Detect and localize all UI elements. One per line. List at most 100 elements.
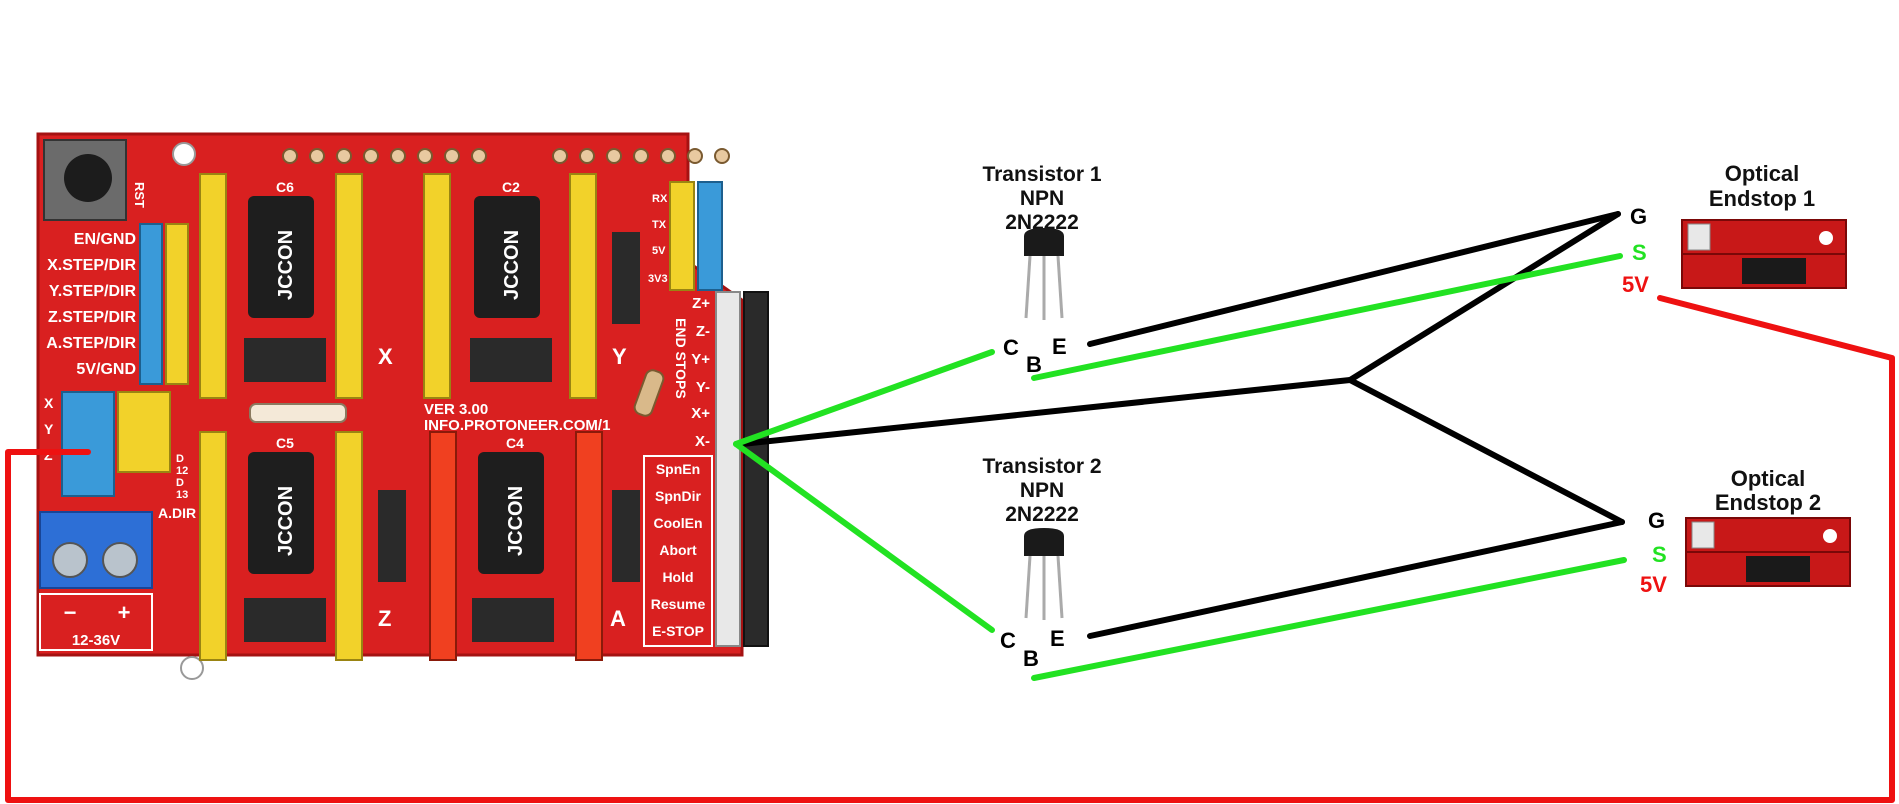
- control-label-panel: [643, 455, 713, 647]
- endstop-1-title-line2: Endstop 1: [1709, 186, 1815, 211]
- power-plus-label: +: [118, 600, 131, 625]
- reset-label: RST: [132, 182, 147, 208]
- transistor-2: Transistor 2 NPN 2N2222 C B E: [982, 455, 1101, 671]
- board-name: CNC SHIELD: [228, 671, 375, 698]
- left-label-en-gnd: EN/GND: [74, 231, 136, 248]
- board-version: VER 3.00: [424, 401, 488, 418]
- left-label-x-step: X.STEP/DIR: [47, 257, 136, 274]
- endstop-2-title-line1: Optical: [1731, 466, 1806, 491]
- signal-wire-board-to-c1: [733, 349, 995, 447]
- control-label-hold: Hold: [662, 569, 693, 585]
- power-minus-label: −: [64, 600, 77, 625]
- left-label-z-step: Z.STEP/DIR: [48, 309, 136, 326]
- transistor-2-type: NPN: [1020, 479, 1064, 502]
- capacitor-brand: JCCON: [275, 230, 297, 300]
- cnc-shield-board: RST EN/GND X.STEP/DIR Y.STEP/DIR Z.STEP/…: [36, 132, 769, 698]
- mounting-hole: [180, 656, 204, 680]
- endstop-1-title-line1: Optical: [1725, 161, 1800, 186]
- transistor-2-pin-e: E: [1050, 626, 1065, 651]
- fuse: [249, 403, 347, 423]
- ground-wire-junction-to-g2: [1347, 377, 1625, 525]
- top-right-label-gnd: GND: [726, 245, 751, 257]
- left-label-y-step: Y.STEP/DIR: [49, 283, 137, 300]
- signal-wire-b1-to-s1: [1031, 253, 1623, 381]
- top-pin-row: [282, 148, 730, 164]
- control-label-spnen: SpnEn: [656, 461, 700, 477]
- transistor-2-package: [1024, 528, 1064, 620]
- endstop-2-pin-s: S: [1652, 542, 1667, 567]
- endstop-2-module: [1685, 517, 1851, 587]
- driver-label-a: A: [610, 606, 626, 631]
- top-right-label-rst: RST: [726, 273, 748, 285]
- driver-socket-y: C2 JCCON Y: [423, 173, 640, 399]
- driver-socket-z: C5 JCCON Z: [199, 431, 406, 661]
- control-label-coolen: CoolEn: [654, 515, 703, 531]
- left-label-a-step: A.STEP/DIR: [46, 335, 136, 352]
- driver-label-y: Y: [612, 344, 627, 369]
- endstop-2-title-line2: Endstop 2: [1715, 490, 1821, 515]
- endstop-1-module: [1681, 219, 1847, 289]
- driver-label-z: Z: [378, 606, 391, 631]
- axis-small-label-d2: D: [176, 477, 184, 489]
- endstop-header-white: [715, 291, 741, 647]
- endstop-header-black: [743, 291, 769, 647]
- endstop-1-pin-s: S: [1632, 240, 1647, 265]
- control-label-spndir: SpnDir: [655, 488, 701, 504]
- resistor: [633, 369, 665, 417]
- capacitor-label-c4: C4: [506, 435, 524, 451]
- signal-wire-board-to-c2: [733, 441, 995, 633]
- endstop-1-pin-5v: 5V: [1622, 272, 1649, 297]
- reset-button: RST: [43, 139, 147, 221]
- transistor-1-part: 2N2222: [1005, 211, 1079, 234]
- endstop-2-pin-g: G: [1648, 508, 1665, 533]
- top-right-label-rx: RX: [652, 193, 668, 205]
- driver-socket-a: C4 JCCON A: [429, 431, 640, 661]
- ground-wire-e1-to-g1: [1087, 211, 1621, 347]
- axis-small-label-12: 12: [176, 465, 188, 477]
- transistor-1-pin-c: C: [1003, 335, 1019, 360]
- wires: [5, 211, 1895, 803]
- control-label-abort: Abort: [659, 542, 697, 558]
- endstop-label-z-plus: Z+: [692, 295, 710, 312]
- left-header-blue: [139, 223, 163, 385]
- endstop-label-x-plus: X+: [691, 405, 710, 422]
- endstop-label-y-minus: Y-: [696, 379, 710, 396]
- board-url: INFO.PROTONEER.COM/1: [424, 417, 610, 434]
- top-right-label-5v: 5V: [652, 245, 666, 257]
- ground-wire-junction-to-g1: [1347, 211, 1621, 383]
- axis-label-x: X: [44, 395, 54, 411]
- top-right-label-scl: SCL: [726, 193, 748, 205]
- transistor-1-title: Transistor 1: [982, 163, 1101, 186]
- transistor-1: Transistor 1 NPN 2N2222 C B E: [982, 163, 1101, 377]
- axis-jumper-blue: [61, 391, 115, 497]
- top-right-header-blue: [697, 181, 723, 291]
- transistor-1-pin-b: B: [1026, 352, 1042, 377]
- driver-socket-x: C6 JCCON X: [199, 173, 393, 399]
- driver-label-x: X: [378, 344, 393, 369]
- control-label-resume: Resume: [651, 596, 706, 612]
- top-right-label-sda: SDA: [726, 219, 749, 231]
- endstop-1-pin-g: G: [1630, 204, 1647, 229]
- endstop-2-pin-5v: 5V: [1640, 572, 1667, 597]
- axis-label-y: Y: [44, 421, 54, 437]
- endstop-label-z-minus: Z-: [696, 323, 710, 340]
- top-right-header-yellow: [669, 181, 695, 291]
- endstop-group-label: END STOPS: [673, 318, 689, 399]
- transistor-2-title: Transistor 2: [982, 455, 1101, 478]
- top-right-label-3v3: 3V3: [648, 273, 668, 285]
- axis-jumper-yellow: [117, 391, 171, 473]
- signal-wire-b2-to-s2: [1031, 557, 1627, 681]
- transistor-1-type: NPN: [1020, 187, 1064, 210]
- endstop-label-y-plus: Y+: [691, 351, 710, 368]
- a-dir-label: A.DIR: [158, 505, 196, 521]
- top-right-label-tx: TX: [652, 219, 667, 231]
- power-terminal: − + 12-36V: [39, 511, 153, 651]
- transistor-2-pin-c: C: [1000, 628, 1016, 653]
- voltage-label: 12-36V: [72, 632, 120, 649]
- optical-endstop-2: Optical Endstop 2 G S 5V: [1640, 466, 1851, 597]
- left-label-5v-gnd: 5V/GND: [76, 361, 136, 378]
- transistor-1-pin-e: E: [1052, 334, 1067, 359]
- capacitor-brand: JCCON: [505, 486, 527, 556]
- transistor-2-pin-b: B: [1023, 646, 1039, 671]
- optical-endstop-1: Optical Endstop 1 G S 5V: [1622, 161, 1847, 297]
